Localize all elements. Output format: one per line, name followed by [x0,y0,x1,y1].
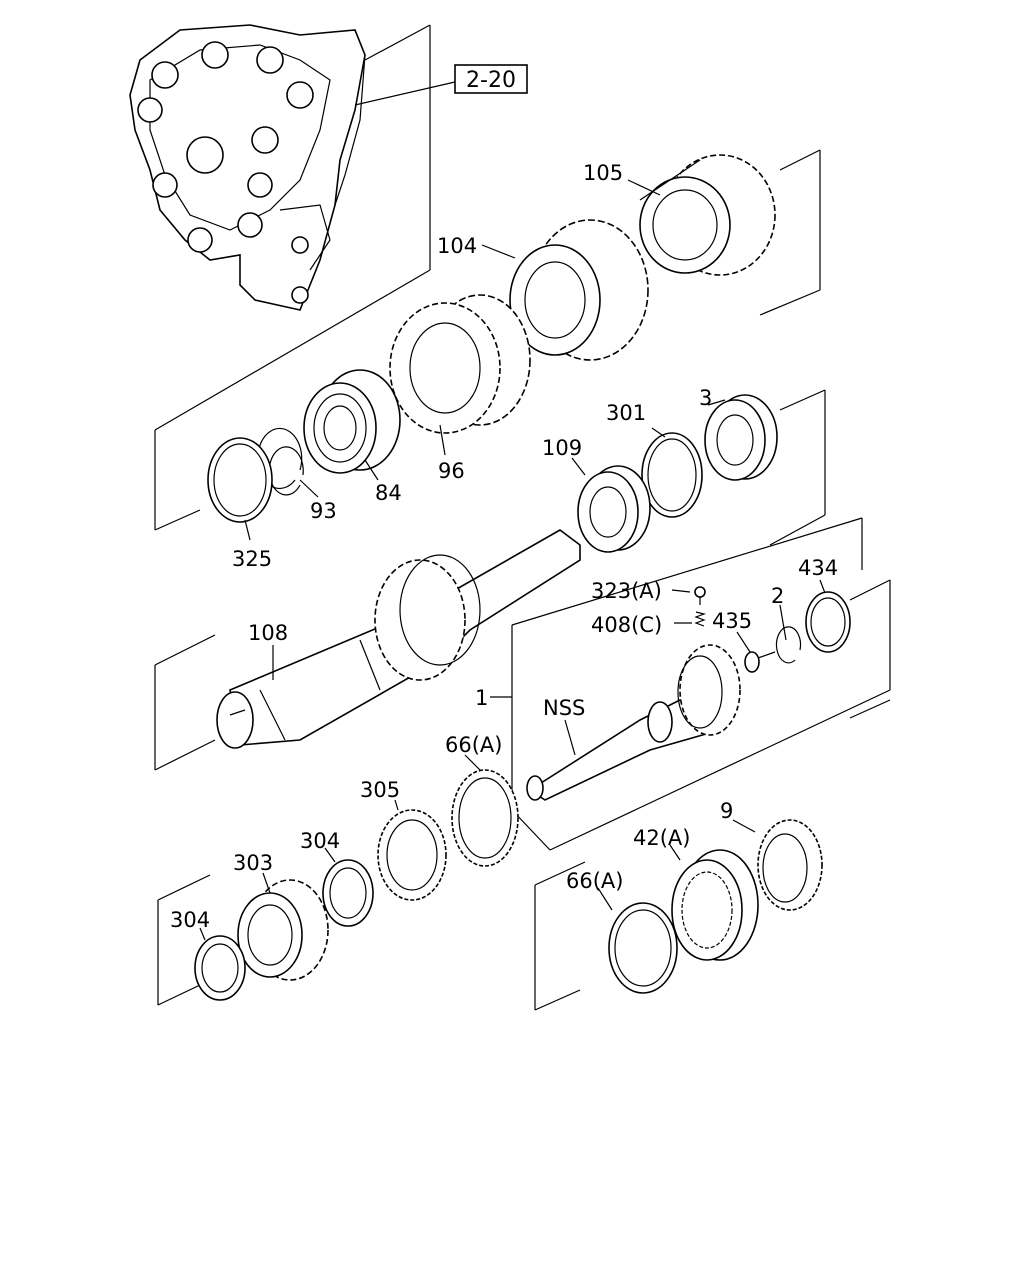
ring-325 [207,437,273,523]
label-9: 9 [720,799,733,823]
gear-303 [237,879,329,981]
snap-ring-2 [775,626,802,664]
detent-ball-323a [694,586,706,605]
lower-right-bracket [534,861,586,1011]
part-labels: 105 104 96 84 93 325 3 301 109 108 434 3… [170,161,838,932]
label-96: 96 [438,459,465,483]
label-323a: 323(A) [591,579,662,603]
label-93: 93 [310,499,337,523]
needle-bearing-304-upper [322,859,374,927]
spring-408c [694,611,707,627]
label-408c: 408(C) [591,613,662,637]
label-108: 108 [248,621,288,645]
gear-96 [389,294,531,434]
synchro-ring-66a-lower [608,902,678,994]
lower-left-bracket [157,874,211,1006]
gear-105 [639,154,776,276]
label-1: 1 [475,686,488,710]
snap-ring-93 [257,427,304,496]
label-2: 2 [771,584,784,608]
label-304-lower: 304 [170,908,210,932]
label-303: 303 [233,851,273,875]
synchro-ring-305 [377,809,447,901]
gear-104 [509,219,649,361]
hub-9 [757,819,823,911]
needle-bearing-304-lower [194,935,246,1001]
upper-group-bracket [154,24,821,531]
mainshaft-108 [154,529,581,771]
reference-code: 2-20 [466,68,516,93]
label-109: 109 [542,436,582,460]
leader-lines [199,179,826,941]
bearing-84 [303,369,401,474]
synchro-ring-66a-upper [451,769,519,867]
label-nss: NSS [543,696,585,720]
label-305: 305 [360,778,400,802]
sleeve-42a [671,849,759,961]
main-assembly-bracket [490,517,891,851]
label-325: 325 [232,547,272,571]
reference-callout: 2-20 [354,64,528,106]
label-304-upper: 304 [300,829,340,853]
label-3: 3 [699,386,712,410]
label-434: 434 [798,556,838,580]
input-shaft-assembly [526,644,741,801]
label-105: 105 [583,161,623,185]
ring-301 [641,432,703,518]
label-104: 104 [437,234,477,258]
label-66a-upper: 66(A) [445,733,502,757]
ring-434 [805,591,851,653]
right-upper-bracket [769,389,826,546]
pin-435 [744,651,776,673]
bearing-109 [577,465,651,553]
label-42a: 42(A) [633,826,690,850]
label-66a-lower: 66(A) [566,869,623,893]
label-435: 435 [712,609,752,633]
transmission-housing [129,24,366,311]
label-84: 84 [375,481,402,505]
label-301: 301 [606,401,646,425]
bearing-3 [704,394,778,481]
